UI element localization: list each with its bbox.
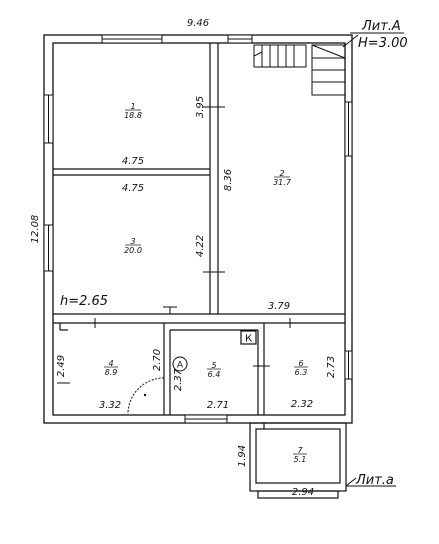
room-number: 2 bbox=[279, 169, 284, 178]
boiler-mark: А bbox=[172, 356, 188, 372]
porch-height-label: 1.94 bbox=[237, 445, 248, 467]
room-area: 5.1 bbox=[294, 455, 307, 464]
room6-width-label: 3.79 bbox=[268, 301, 290, 312]
porch-width-label: 2.94 bbox=[292, 487, 314, 498]
upper-width-b-label: 4.75 bbox=[122, 183, 144, 194]
total-width-label: 9.46 bbox=[187, 18, 209, 29]
room-number: 4 bbox=[108, 359, 113, 368]
room-area: 31.7 bbox=[273, 178, 292, 187]
windows bbox=[43, 34, 353, 424]
upper-width-a-label: 4.75 bbox=[122, 156, 144, 167]
room5-width-label: 2.71 bbox=[207, 400, 229, 411]
boiler-letter: А bbox=[177, 361, 184, 371]
room-label-3: 3 20.0 bbox=[124, 237, 142, 255]
door-ticks bbox=[57, 106, 291, 384]
staircase bbox=[253, 44, 346, 96]
room-label-6: 6 6.3 bbox=[294, 359, 308, 377]
room-label-2: 2 31.7 bbox=[273, 169, 292, 187]
room-label-7: 7 5.1 bbox=[293, 446, 307, 464]
room-label-1: 1 18.8 bbox=[124, 102, 142, 120]
interior-walls bbox=[53, 43, 345, 415]
room-label-5: 5 6.4 bbox=[207, 361, 221, 379]
room3-height-label: 4.22 bbox=[195, 235, 206, 257]
porch-lit-label: Лит.а bbox=[355, 473, 394, 488]
height-label: Н=3.00 bbox=[358, 36, 408, 51]
room-number: 7 bbox=[297, 446, 303, 455]
room4-partition-label: 2.70 bbox=[152, 349, 163, 371]
room-label-4: 4 8.9 bbox=[104, 359, 118, 377]
room-area: 6.4 bbox=[208, 370, 221, 379]
room1-height-label: 3.95 bbox=[195, 96, 206, 118]
room-number: 3 bbox=[130, 237, 135, 246]
room4-width-label: 3.32 bbox=[99, 400, 121, 411]
leader-lines bbox=[342, 32, 404, 487]
room6-height-label: 2.73 bbox=[326, 356, 337, 378]
room4-height-label: 2.49 bbox=[56, 355, 67, 377]
room2-height-label: 8.36 bbox=[223, 169, 234, 191]
door-pivot bbox=[143, 393, 147, 397]
k-box: К bbox=[240, 330, 257, 345]
room6-bottom-width-label: 2.32 bbox=[291, 399, 313, 410]
room-area: 8.9 bbox=[105, 368, 118, 377]
room-number: 1 bbox=[130, 102, 135, 111]
room-number: 6 bbox=[298, 359, 303, 368]
door-swing-arc bbox=[127, 377, 165, 415]
lower-height-label: h=2.65 bbox=[60, 294, 108, 309]
room-area: 18.8 bbox=[124, 111, 142, 120]
outer-walls bbox=[43, 34, 353, 424]
lit-label: Лит.А bbox=[361, 19, 401, 34]
porch-walls bbox=[249, 422, 347, 499]
room-number: 5 bbox=[211, 361, 216, 370]
total-height-label: 12.08 bbox=[30, 215, 41, 244]
room-area: 6.3 bbox=[295, 368, 308, 377]
k-letter: К bbox=[245, 334, 252, 345]
room5-height-label: 2.37 bbox=[173, 368, 184, 391]
room-area: 20.0 bbox=[124, 246, 142, 255]
